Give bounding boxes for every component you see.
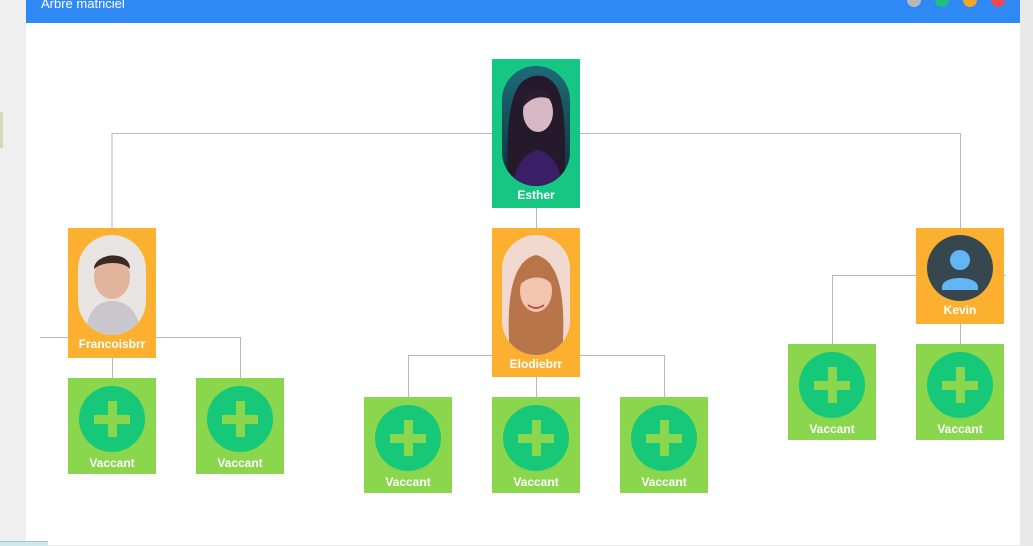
add-member-icon [799,352,865,418]
vacant-slot[interactable]: Vaccant [68,378,156,474]
control-green-button[interactable] [935,0,949,7]
default-user-icon [927,235,993,301]
add-member-icon [375,405,441,471]
avatar-photo-elodiebrr [502,235,570,355]
member-name-esther: Esther [517,188,555,202]
vacant-label: Vaccant [513,475,559,489]
vacant-slot[interactable]: Vaccant [620,397,708,493]
vacant-label: Vaccant [937,422,983,436]
left-background [0,0,26,545]
member-name-kevin: Kevin [943,303,977,317]
member-node-elodiebrr[interactable]: Elodiebrr [492,228,580,377]
vacant-slot[interactable]: Vaccant [196,378,284,474]
control-gray-button[interactable] [907,0,921,7]
member-name-francoisbrr: Francoisbrr [78,337,146,351]
vacant-label: Vaccant [385,475,431,489]
bottom-edge-fragment [0,541,48,546]
member-name-elodiebrr: Elodiebrr [509,357,563,371]
avatar-photo-francoisbrr [78,235,146,335]
vacant-slot[interactable]: Vaccant [788,344,876,440]
vacant-slot[interactable]: Vaccant [364,397,452,493]
member-node-francoisbrr[interactable]: Francoisbrr [68,228,156,358]
vacant-label: Vaccant [809,422,855,436]
control-orange-button[interactable] [963,0,977,7]
add-member-icon [79,386,145,452]
control-red-button[interactable] [991,0,1005,7]
left-edge-marker [0,112,3,148]
tree-window: Arbre matriciel Esther [26,0,1020,545]
window-title: Arbre matriciel [41,0,125,11]
add-member-icon [207,386,273,452]
avatar-photo-esther [502,66,570,186]
add-member-icon [927,352,993,418]
add-member-icon [631,405,697,471]
member-node-kevin[interactable]: Kevin [916,228,1004,324]
add-member-icon [503,405,569,471]
vacant-label: Vaccant [217,456,263,470]
right-background [1020,0,1033,545]
window-header: Arbre matriciel [26,0,1020,23]
vacant-slot[interactable]: Vaccant [492,397,580,493]
vacant-label: Vaccant [89,456,135,470]
vacant-label: Vaccant [641,475,687,489]
member-node-esther[interactable]: Esther [492,59,580,208]
vacant-slot[interactable]: Vaccant [916,344,1004,440]
